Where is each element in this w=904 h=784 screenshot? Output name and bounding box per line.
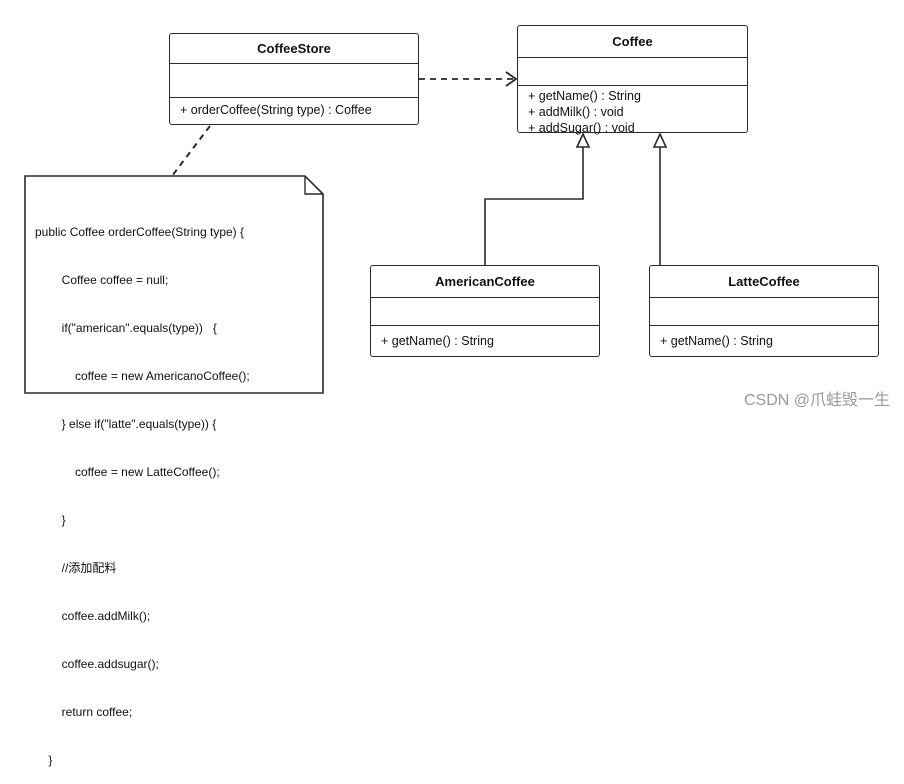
operation: + getName() : String: [528, 89, 641, 103]
attributes-compartment: [518, 58, 747, 86]
note-anchor-line: [171, 125, 211, 177]
operation: + getName() : String: [381, 334, 494, 348]
class-lattecoffee[interactable]: LatteCoffee + getName() : String: [649, 265, 879, 357]
class-americancoffee[interactable]: AmericanCoffee + getName() : String: [370, 265, 600, 357]
operation: + addMilk() : void: [528, 105, 624, 119]
class-name: AmericanCoffee: [371, 266, 599, 298]
class-coffeestore[interactable]: CoffeeStore + orderCoffee(String type) :…: [169, 33, 419, 125]
diagram-connectors: [24, 71, 668, 394]
operation: + orderCoffee(String type) : Coffee: [180, 103, 372, 117]
generalization-line-american: [484, 147, 584, 265]
note-line: return coffee;: [35, 705, 133, 719]
operations-compartment: + getName() : String + addMilk() : void …: [518, 86, 747, 136]
dependency-arrowhead: [505, 71, 518, 87]
note-fold: [304, 176, 323, 195]
note-line: } else if("latte".equals(type)) {: [35, 417, 217, 431]
operation: + addSugar() : void: [528, 121, 635, 135]
operations-compartment: + getName() : String: [650, 326, 878, 349]
class-coffee[interactable]: Coffee + getName() : String + addMilk() …: [517, 25, 748, 136]
note-line: }: [35, 513, 66, 527]
generalization-arrowhead-american: [575, 132, 591, 148]
note-line: coffee = new AmericanoCoffee();: [35, 369, 250, 383]
operations-compartment: + orderCoffee(String type) : Coffee: [170, 98, 418, 118]
note-line: if("american".equals(type)) {: [35, 321, 217, 335]
class-name: LatteCoffee: [650, 266, 878, 298]
note-line: public Coffee orderCoffee(String type) {: [35, 225, 245, 239]
note-line: //添加配料: [35, 561, 117, 575]
note-line: coffee = new LatteCoffee();: [35, 465, 220, 479]
attributes-compartment: [170, 64, 418, 98]
watermark: CSDN @爪蛙毁一生: [743, 392, 890, 409]
class-name: CoffeeStore: [170, 34, 418, 64]
code-note: public Coffee orderCoffee(String type) {…: [35, 192, 320, 784]
operation: + getName() : String: [660, 334, 773, 348]
note-line: coffee.addMilk();: [35, 609, 151, 623]
note-line: coffee.addsugar();: [35, 657, 159, 671]
note-shape: [24, 175, 324, 394]
attributes-compartment: [650, 298, 878, 326]
generalization-arrowhead-latte: [652, 132, 668, 148]
note-line: }: [35, 753, 53, 767]
class-name: Coffee: [518, 26, 747, 58]
operations-compartment: + getName() : String: [371, 326, 599, 349]
attributes-compartment: [371, 298, 599, 326]
note-line: Coffee coffee = null;: [35, 273, 169, 287]
